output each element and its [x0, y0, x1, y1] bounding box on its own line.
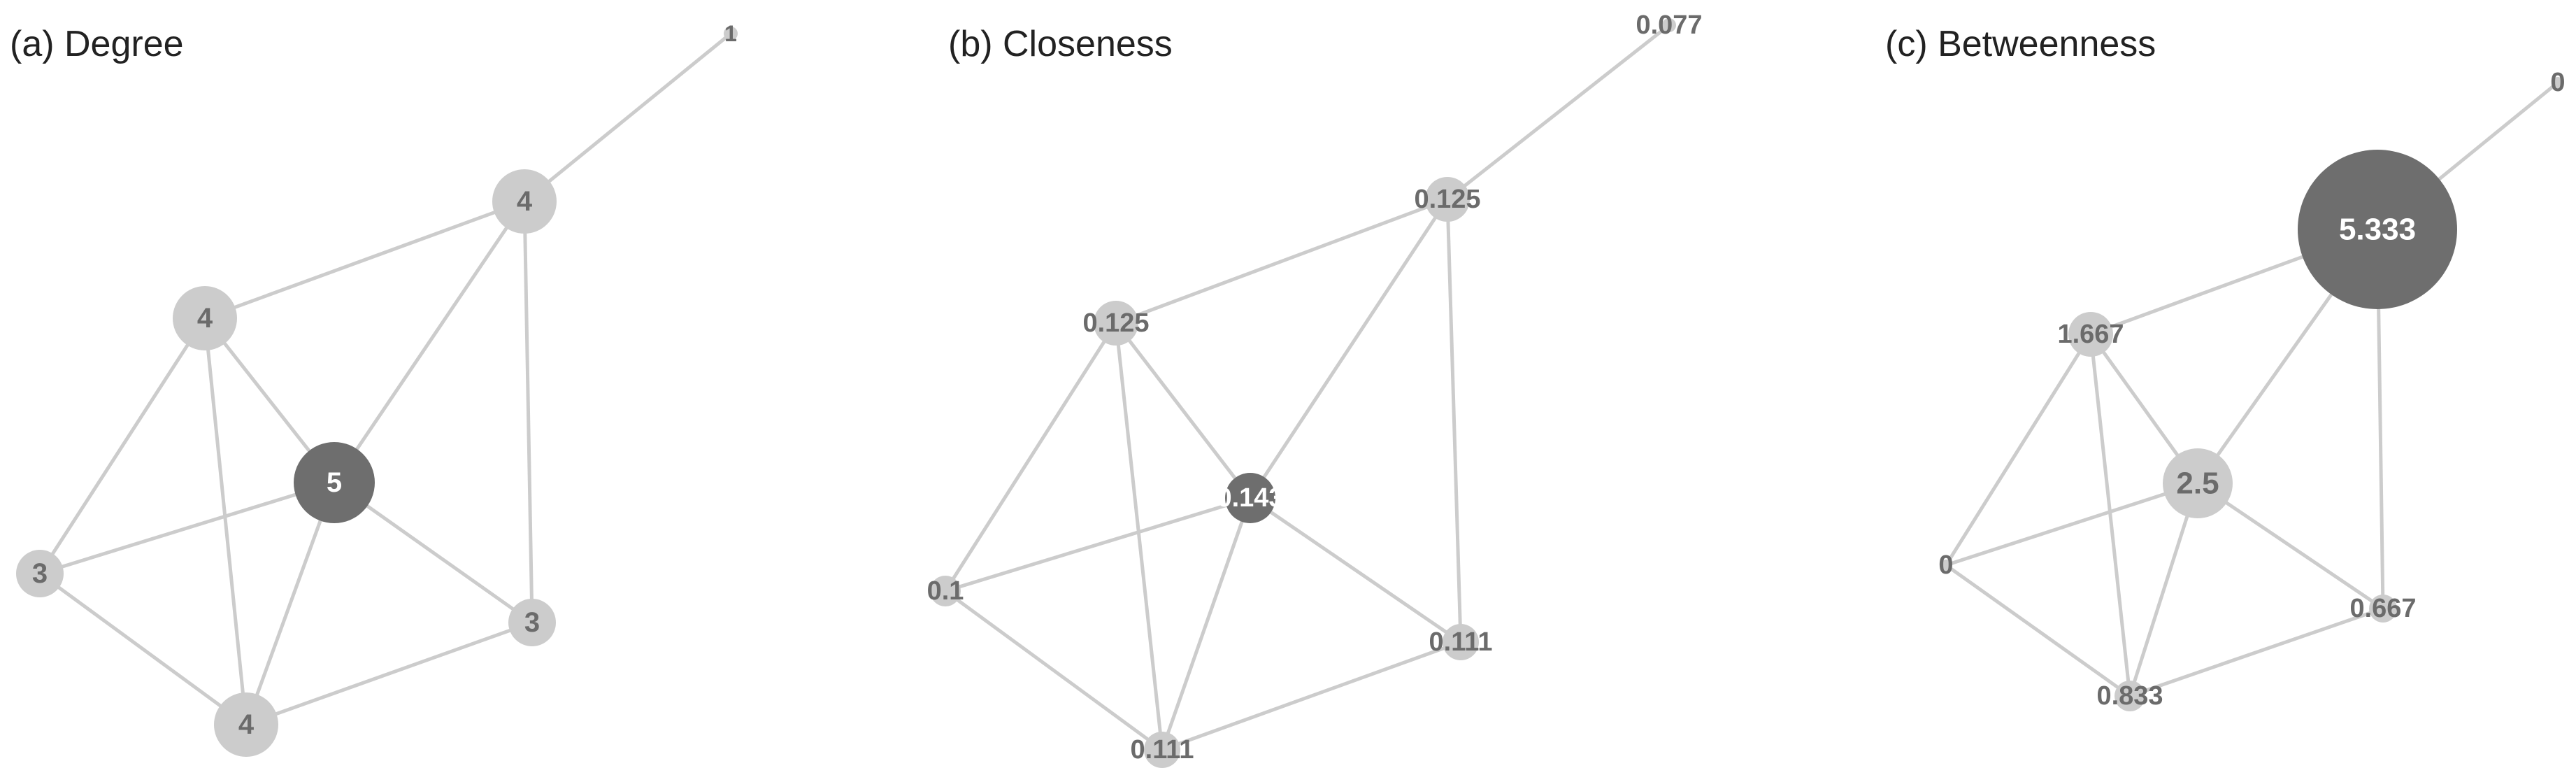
node-D-label: 5 [327, 467, 342, 498]
node-C-circle [2068, 312, 2113, 357]
node-F-circle [214, 692, 278, 757]
panel-closeness: (b) Closeness 0.077 0.125 0.125 0.143 0.1 0.1… [927, 10, 1703, 768]
node-E-label: 3 [32, 558, 48, 589]
node-F-label: 4 [238, 709, 255, 740]
edge-C-E [943, 322, 1118, 592]
panel-degree: (a) Degree 1 4 4 5 3 4 3 [10, 21, 738, 757]
node-C-circle [1094, 301, 1138, 346]
node-A-label: 0.077 [1636, 10, 1702, 40]
edge-D-F [244, 482, 336, 725]
node-layer: 1 4 4 5 3 4 3 [16, 21, 738, 757]
edge-C-E [1944, 333, 2093, 567]
node-C-label: 0.125 [1082, 308, 1149, 338]
edge-A-B [523, 32, 732, 203]
edge-D-F [2128, 483, 2200, 697]
panel-betweenness: (c) Betweenness 0 5.333 1.667 2.5 0 0.833 0.66… [1885, 24, 2566, 711]
node-G-label: 0.111 [1429, 627, 1493, 657]
node-F-circle [1144, 732, 1180, 768]
edge-D-G [1249, 496, 1462, 644]
node-E-circle [16, 550, 64, 597]
node-A-circle [2552, 77, 2563, 88]
edge-B-G [1445, 199, 1463, 643]
node-B-circle [1425, 177, 1470, 222]
edge-E-F [1945, 563, 2131, 698]
node-F-label: 0.833 [2096, 681, 2163, 711]
node-D-circle [2163, 448, 2233, 518]
node-A-circle [724, 27, 738, 41]
node-F-circle [2115, 681, 2145, 711]
node-B-label: 0.125 [1414, 185, 1480, 214]
node-G-circle [508, 599, 556, 646]
edge-C-E [38, 317, 207, 575]
edge-B-C [204, 199, 525, 320]
node-E-label: 0.1 [927, 576, 964, 606]
node-A-circle [1662, 18, 1676, 32]
edge-B-D [332, 200, 527, 484]
node-C-label: 4 [197, 303, 213, 334]
node-B-circle [492, 169, 557, 234]
edge-D-G [2196, 481, 2384, 611]
panel-title-betweenness: (c) Betweenness [1885, 24, 2156, 64]
node-A-label: 0 [2550, 68, 2565, 97]
edge-layer [38, 32, 732, 727]
node-D-circle [1225, 473, 1275, 523]
node-G-label: 3 [524, 607, 540, 638]
node-F-label: 0.111 [1131, 735, 1194, 765]
node-E-label: 0 [1938, 550, 1953, 580]
edge-D-E [1945, 481, 2198, 567]
edge-layer [1944, 81, 2559, 698]
node-layer: 0.077 0.125 0.125 0.143 0.1 0.111 0.111 [927, 10, 1703, 768]
edge-C-F [203, 318, 248, 725]
node-E-circle [1940, 560, 1952, 571]
node-D-label: 2.5 [2176, 467, 2219, 501]
node-E-circle [930, 576, 961, 606]
edge-C-F [1114, 322, 1164, 751]
node-layer: 0 5.333 1.667 2.5 0 0.833 0.667 [1938, 68, 2566, 711]
edge-C-F [2089, 334, 2132, 697]
edge-C-D [1115, 322, 1252, 499]
edge-B-D [1248, 198, 1450, 499]
edge-D-E [39, 481, 335, 576]
edge-D-F [1160, 497, 1252, 751]
edge-D-E [945, 496, 1251, 593]
node-D-circle [294, 442, 375, 523]
node-D-label: 0.143 [1217, 483, 1283, 513]
panel-title-closeness: (b) Closeness [948, 24, 1173, 64]
edge-A-B [1446, 24, 1670, 201]
node-G-circle [1443, 624, 1479, 660]
edge-E-F [944, 589, 1164, 752]
node-A-label: 1 [724, 21, 737, 46]
edge-F-G [245, 620, 533, 727]
edge-E-F [38, 571, 248, 727]
edge-layer [943, 24, 1670, 752]
edge-B-C [1115, 197, 1448, 325]
edge-F-G [1161, 640, 1461, 752]
node-B-circle [2298, 150, 2457, 309]
edge-F-G [2129, 606, 2384, 698]
node-C-label: 1.667 [2057, 320, 2124, 349]
panel-title-degree: (a) Degree [10, 24, 184, 64]
node-C-circle [173, 286, 237, 350]
edge-B-G [522, 201, 534, 623]
node-B-label: 4 [517, 186, 533, 217]
node-B-label: 5.333 [2339, 213, 2416, 247]
node-G-circle [2369, 595, 2397, 623]
node-G-label: 0.667 [2349, 594, 2416, 623]
